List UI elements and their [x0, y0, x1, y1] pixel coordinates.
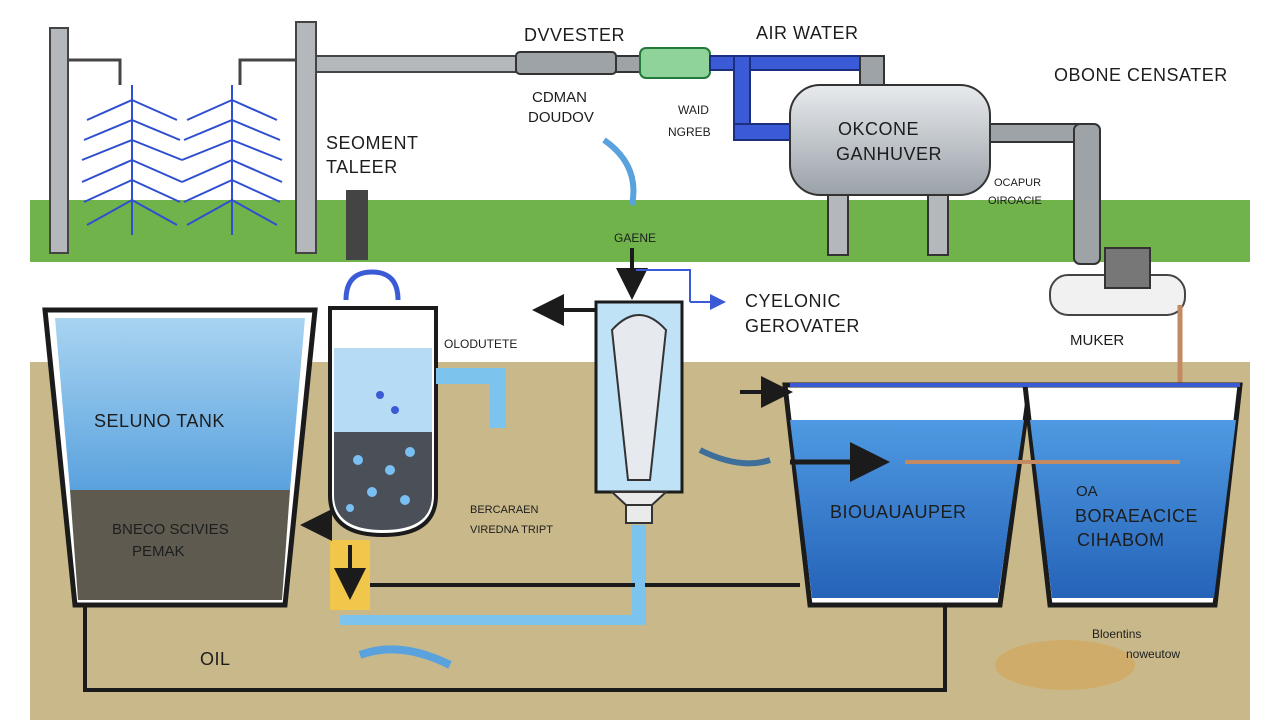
settling-tank-label: SELUNO TANK — [94, 411, 225, 431]
spray-frame — [49, 21, 517, 254]
doudow-label: DOUDOV — [528, 109, 594, 126]
ncreb-label: NGREB — [668, 125, 711, 139]
underground-piping — [83, 137, 1180, 692]
sediment-sub-label: TALEER — [326, 157, 398, 177]
cyclonic-label: CYELONIC — [745, 291, 842, 311]
spray-nozzle-icon — [81, 85, 183, 235]
outflow-label: Bloentins — [1092, 627, 1142, 641]
sediment-label: SEOMENT — [326, 133, 419, 153]
air-pipe — [515, 47, 885, 141]
dvester-label: DVVESTER — [524, 25, 626, 45]
flow-arrow-icon — [602, 137, 637, 206]
mixer-label: MUKER — [1070, 332, 1125, 349]
flow-arrow-icon — [358, 645, 452, 669]
okcone-sub-label: GANHUVER — [836, 144, 943, 164]
filter-note-sub-label: VIREDNA TRIPT — [470, 524, 553, 536]
sediment-filter — [328, 190, 506, 610]
outflow-sub-label: noweutow — [1126, 647, 1181, 661]
oil-label: OIL — [200, 649, 231, 669]
settling-tank — [42, 307, 318, 608]
waid-label: WAID — [678, 103, 709, 117]
flow-label: OLODUTETE — [444, 337, 518, 351]
cdman-label: CDMAN — [532, 89, 587, 106]
bioreactor-tank — [782, 382, 1033, 608]
ocapur-sub-label: OIROACIE — [988, 195, 1042, 207]
filter-note-label: BERCARAEN — [470, 504, 539, 516]
chamber-label: BORAEACICE — [1075, 506, 1199, 526]
air-water-label: AIR WATER — [756, 23, 859, 43]
ocapur-label: OCAPUR — [994, 177, 1042, 189]
bioreactor-label: BIOUAUAUPER — [830, 502, 967, 522]
sludge-sub-label: PEMAK — [132, 543, 185, 560]
cyclonic-sub-label: GEROVATER — [745, 316, 860, 336]
cyclonic-generator — [532, 248, 726, 625]
chamber-tank — [1022, 382, 1243, 608]
okcone-label: OKCONE — [838, 119, 920, 139]
sludge-label: BNECO SCIVIES — [112, 521, 229, 538]
grass-strip — [30, 200, 1250, 262]
ozone-generator-label: OBONE CENSATER — [1054, 65, 1228, 85]
ozone-generator-tank — [789, 84, 1101, 265]
gaene-label: GAENE — [614, 231, 657, 245]
spray-nozzle-icon — [181, 85, 283, 235]
chamber-sub-label: CIHABOM — [1077, 530, 1165, 550]
chamber-top-label: OA — [1076, 483, 1098, 500]
outflow-stain — [995, 640, 1135, 690]
